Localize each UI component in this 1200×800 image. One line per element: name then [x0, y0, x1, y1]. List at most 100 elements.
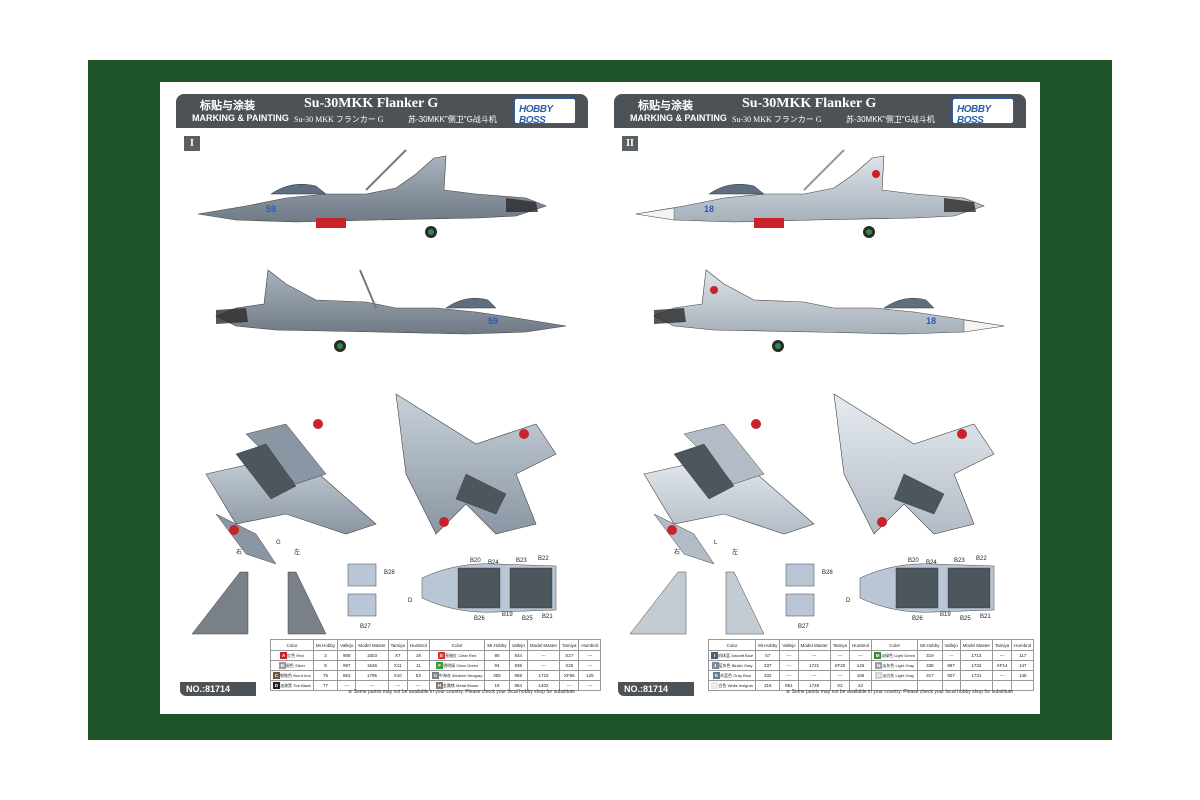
th-humbrol: Humbrol	[849, 639, 873, 651]
paint-name-en: White Insignia	[727, 683, 753, 688]
paint-code-t: ---	[829, 650, 851, 661]
cockpit-label-b28: B28	[822, 570, 833, 576]
cockpit-label-b27: B27	[798, 624, 809, 630]
paint-code-h: 76	[312, 670, 339, 681]
th-tamiya: Tamiya	[829, 639, 851, 651]
cockpit-label-b24: B24	[488, 560, 499, 566]
paint-code-hu: 147	[1011, 660, 1035, 671]
bottom-view	[395, 393, 557, 535]
paint-name-en: Clear Green	[456, 663, 479, 668]
cockpit-label-b20: B20	[470, 558, 481, 564]
paint-code-t: X11	[387, 660, 408, 671]
tail-l-label: L	[714, 540, 718, 546]
paint-name-en: Tire Black	[293, 683, 311, 688]
paint-code-v: ---	[779, 670, 799, 681]
sheet-header: 标贴与涂装 MARKING & PAINTING Su-30MKK Flanke…	[614, 94, 1026, 128]
side-view-left: 18	[653, 269, 1005, 352]
paint-swatch: N	[875, 662, 883, 669]
bort-number: 18	[704, 204, 714, 214]
paint-swatch: C	[273, 672, 281, 679]
paint-name-zh: 淡绿色	[881, 653, 894, 658]
th-color: Color	[270, 639, 314, 651]
hobbyboss-logo: HOBBY BOSS	[952, 98, 1014, 126]
paint-code-v: 864	[508, 680, 528, 691]
paint-code-h: 3	[312, 650, 339, 661]
paint-name-en: Aircraft Blue	[731, 653, 754, 658]
cockpit-label-b22: B22	[538, 556, 549, 562]
cockpit-label-b23: B23	[954, 558, 965, 564]
paint-code-h: 337	[755, 660, 781, 671]
cockpit-label-b21: B21	[542, 614, 553, 620]
tail-left-label: 左	[732, 548, 738, 556]
paint-code-hu: 11	[406, 660, 430, 671]
product-number: NO.:81714	[180, 682, 256, 696]
paint-name-en: Light Gray	[895, 673, 914, 678]
bort-number-left: 59	[488, 316, 498, 326]
th-mrhobby: Mr.Hobby	[484, 639, 510, 651]
th-modelmaster: Model Master	[355, 639, 389, 651]
logo-text: HOBBY BOSS	[519, 104, 553, 126]
paint-code-mm: ---	[526, 650, 561, 661]
paint-code-hu	[1011, 680, 1035, 691]
cockpit-label-b27: B27	[360, 624, 371, 630]
paint-code-t: ---	[387, 680, 408, 691]
paint-code-v: 934	[508, 650, 528, 661]
paint-table: Color Mr.Hobby Vallejo Model Master Tami…	[270, 639, 602, 691]
th-humbrol: Humbrol	[578, 639, 602, 651]
paint-code-hu: ---	[578, 680, 602, 691]
th-tamiya: Tamiya	[991, 639, 1013, 651]
paint-swatch: E	[438, 652, 446, 659]
paint-name-en: Gray Blue	[733, 673, 752, 678]
paint-name-en: Medium Seagray	[452, 673, 483, 678]
paint-code-v: 936	[508, 660, 528, 671]
paint-name-en: Burnt Iron	[293, 673, 311, 678]
tail-right-label: 右	[674, 548, 680, 556]
header-sub-zh: 苏-30MKK"侧卫"G战斗机	[846, 115, 935, 124]
paint-code-v: 863	[337, 670, 357, 681]
paint-name-en: Light Green	[894, 653, 916, 658]
sheet-header: 标贴与涂装 MARKING & PAINTING Su-30MKK Flanke…	[176, 94, 588, 128]
th-color: Color	[871, 639, 919, 651]
paint-code-t: X2	[829, 680, 851, 691]
paint-code-t: ---	[559, 680, 580, 691]
marking-sheet-2: 标贴与涂装 MARKING & PAINTING Su-30MKK Flanke…	[614, 94, 1035, 700]
paint-swatch: I	[711, 652, 718, 659]
th-modelmaster: Model Master	[797, 639, 831, 651]
th-humbrol: Humbrol	[406, 639, 430, 651]
paint-code-v: ---	[941, 650, 961, 661]
tail-g-label: G	[276, 540, 281, 546]
paint-code-hu: 166	[849, 670, 873, 681]
paint-name-zh: 亮暗红	[445, 653, 458, 658]
cockpit-label-b21: B21	[980, 614, 991, 620]
paint-code-t: XF56	[559, 670, 580, 681]
paint-swatch: H	[435, 682, 443, 689]
bort-number-left: 18	[926, 316, 936, 326]
paint-name-zh: 淡白灰	[882, 673, 895, 678]
cockpit-label-b25: B25	[522, 616, 533, 622]
th-color: Color	[707, 639, 757, 651]
paint-code-mm: 1732	[959, 660, 993, 671]
paint-code-h: 90	[484, 650, 510, 661]
paint-swatch: L	[711, 682, 719, 689]
aircraft-drawings: 59 59	[191, 149, 567, 635]
paint-code-v: ---	[779, 660, 799, 671]
paint-name-zh: 白色	[718, 683, 727, 688]
paint-name-zh: 灰蓝色	[720, 673, 732, 678]
paint-code-h: 94	[484, 660, 510, 671]
header-en: MARKING & PAINTING	[192, 113, 289, 123]
header-en: MARKING & PAINTING	[630, 113, 727, 123]
bort-number: 59	[266, 204, 276, 214]
header-title: Su-30MKK Flanker G	[742, 96, 877, 111]
aircraft-drawings: 18 18	[629, 149, 1005, 635]
th-vallejo: Vallejo	[508, 639, 528, 651]
paint-name-en: Bluish Gray	[731, 663, 753, 668]
paint-code-t	[991, 680, 1013, 691]
